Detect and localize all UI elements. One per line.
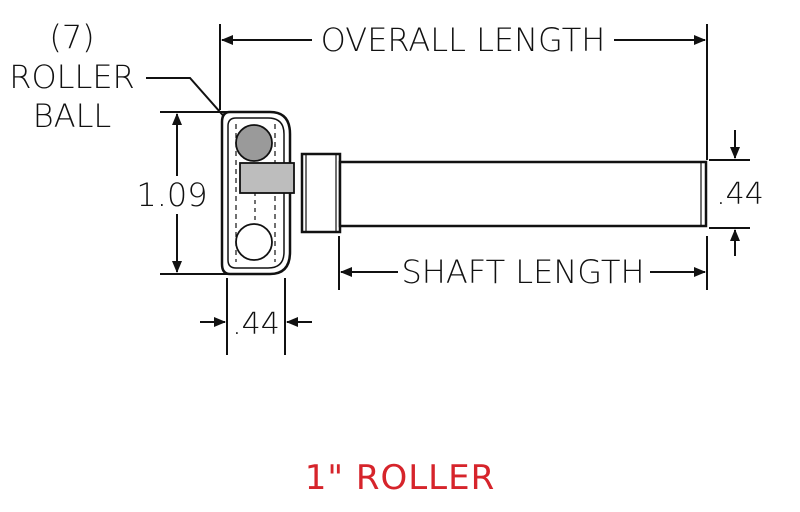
height-dimension: 1.09 bbox=[136, 113, 208, 273]
extension-lines bbox=[160, 24, 750, 355]
roller-ball-top bbox=[235, 124, 273, 162]
housing-width-dimension: .44 bbox=[200, 307, 312, 342]
roller-ball-count: (7) bbox=[49, 18, 94, 56]
housing-width-value: .44 bbox=[232, 307, 280, 342]
shaft-length-label: SHAFT LENGTH bbox=[401, 253, 644, 291]
roller-ball-bottom bbox=[235, 223, 273, 261]
overall-length-dimension: OVERALL LENGTH bbox=[221, 21, 706, 59]
shaft bbox=[338, 160, 708, 228]
height-dimension-value: 1.09 bbox=[136, 176, 207, 214]
mounting-block bbox=[239, 162, 295, 194]
shaft-collar bbox=[300, 152, 342, 234]
shaft-diameter-value: .44 bbox=[716, 177, 764, 212]
roller-ball-label-line1: ROLLER bbox=[9, 58, 135, 96]
overall-length-label: OVERALL LENGTH bbox=[321, 21, 606, 59]
shaft-diameter-dimension: .44 bbox=[716, 130, 764, 256]
roller-ball-label-line2: BALL bbox=[33, 97, 112, 135]
roller-ball-callout: (7) ROLLER BALL bbox=[9, 18, 244, 139]
shaft-length-dimension: SHAFT LENGTH bbox=[340, 253, 706, 291]
diagram-caption: 1" ROLLER bbox=[304, 458, 496, 498]
